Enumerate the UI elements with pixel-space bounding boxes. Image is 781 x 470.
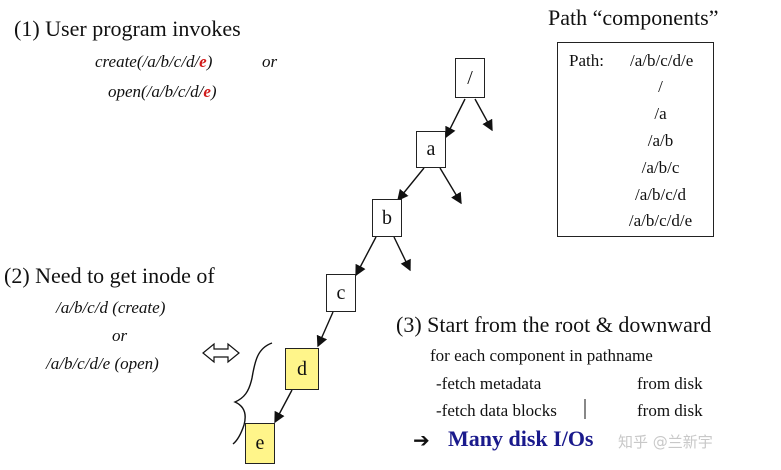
fetch-metadata-label: -fetch metadata: [436, 374, 542, 393]
path-component-item: /: [658, 77, 663, 96]
or-label-2: or: [112, 326, 128, 345]
create-call-suffix: ): [206, 52, 213, 71]
path-component-item: /a/b/c/d/e: [628, 211, 693, 230]
right-arrow-icon: ➔: [413, 430, 430, 452]
tree-node-a: a: [416, 131, 446, 168]
step2-open-path: /a/b/c/d/e (open): [46, 354, 159, 373]
path-component-item: /a/b/c: [641, 158, 680, 177]
fetch-metadata-source: from disk: [637, 374, 703, 393]
tree-node-d: d: [285, 348, 319, 390]
tree-node-root: /: [455, 58, 485, 98]
tree-node-b: b: [372, 199, 402, 237]
path-value: /a/b/c/d/e: [630, 51, 694, 70]
path-components-box: Path: /a/b/c/d/e / /a /a/b /a/b/c /a/b/c…: [557, 42, 714, 237]
path-component-item: /a/b: [647, 131, 674, 150]
open-call: open(/a/b/c/d/e): [108, 82, 217, 102]
open-call-suffix: ): [210, 82, 217, 101]
step2-create-path: /a/b/c/d (create): [56, 298, 166, 317]
path-component-item: /a: [654, 104, 667, 123]
step3-title: (3) Start from the root & downward: [396, 312, 712, 337]
step2-title: (2) Need to get inode of: [4, 263, 215, 288]
create-call: create(/a/b/c/d/e): [95, 52, 212, 72]
watermark: 知乎 @兰新宇: [618, 433, 713, 451]
tree-node-c: c: [326, 274, 356, 312]
path-components-title: Path “components”: [548, 5, 719, 30]
create-call-target: e: [199, 52, 207, 71]
step1-title: (1) User program invokes: [14, 16, 241, 41]
create-call-prefix: create(/a/b/c/d/: [95, 52, 200, 71]
step3-subtitle: for each component in pathname: [430, 346, 653, 365]
conclusion-text: Many disk I/Os: [448, 426, 594, 451]
path-label: Path:: [569, 51, 604, 70]
tree-node-e: e: [245, 423, 275, 464]
open-call-prefix: open(/a/b/c/d/: [108, 82, 204, 101]
fetch-data-blocks-label: -fetch data blocks: [436, 401, 557, 420]
or-label-1: or: [262, 52, 278, 71]
path-component-item: /a/b/c/d: [635, 185, 686, 204]
open-call-target: e: [203, 82, 211, 101]
fetch-data-blocks-source: from disk: [637, 401, 703, 420]
